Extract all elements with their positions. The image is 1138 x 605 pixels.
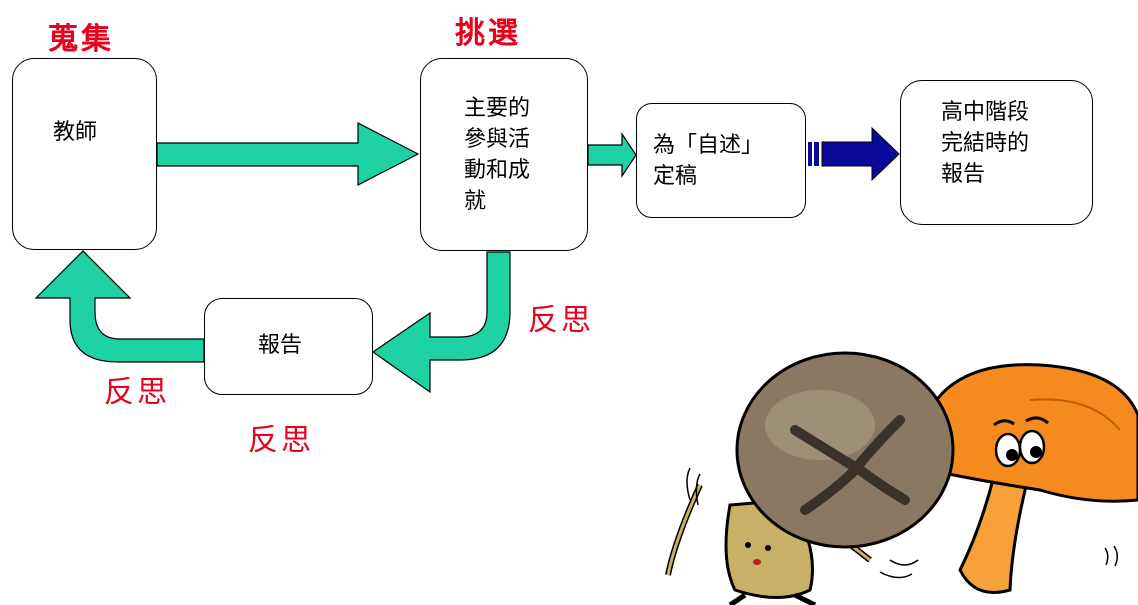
statement-box: 為「自述」 定稿: [636, 103, 806, 218]
teacher-box-text: 教師: [53, 120, 98, 145]
reflect-label-left: 反思: [104, 375, 170, 410]
arrow-report-to-teacher: [34, 250, 205, 363]
brown-mushroom-character: [665, 351, 955, 605]
stage-select-label: 挑選: [455, 16, 521, 51]
reflect-label-bottom: 反思: [248, 423, 314, 458]
activities-box-text: 主要的 參與活 動和成 就: [464, 96, 531, 214]
stage-collect-label: 蒐集: [48, 22, 114, 57]
final-report-box-text: 高中階段 完結時的 報告: [941, 100, 1030, 187]
arrow-activities-to-report: [371, 251, 511, 394]
statement-box-text: 為「自述」 定稿: [653, 133, 764, 189]
arrow-statement-to-final-report: [808, 126, 900, 182]
activities-box: 主要的 參與活 動和成 就: [420, 58, 588, 251]
report-box-text: 報告: [258, 333, 303, 358]
teacher-box: 教師: [12, 58, 157, 250]
reflect-label-right: 反思: [528, 303, 594, 338]
arrow-teacher-to-activities: [156, 122, 420, 186]
final-report-box: 高中階段 完結時的 報告: [900, 80, 1093, 225]
arrow-activities-to-statement: [587, 132, 637, 178]
report-box: 報告: [204, 298, 373, 395]
orange-mushroom-character: [923, 363, 1138, 594]
